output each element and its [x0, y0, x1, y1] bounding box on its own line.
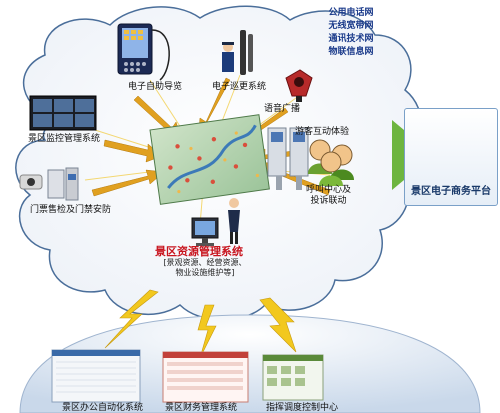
network-item: 无线宽带网 [328, 21, 374, 31]
network-list: 公用电话网 无线宽带网 通讯技术网 物联信息网 [316, 7, 386, 59]
bottom-bolts [104, 289, 297, 359]
office-screen [51, 349, 141, 403]
broadcast-speaker [285, 69, 313, 102]
scenic-map [149, 114, 270, 205]
bolt-right [259, 297, 297, 353]
finance-screen [162, 351, 249, 403]
self-guide-label: 电子自助导览 [128, 82, 183, 92]
callcenter-label: 呼叫中心及 投诉联动 [306, 185, 352, 206]
broadcast-label: 语音广播 [264, 104, 301, 114]
network-item: 通讯技术网 [328, 34, 374, 44]
ticketing-devices [19, 167, 79, 201]
bottom-label-office: 景区办公自动化系统 [62, 403, 144, 413]
patrol-device [222, 30, 253, 75]
platform-title: 景区电子商务平台 [411, 186, 491, 197]
center-subtitle: [景观资源、经营资源、 物业设施维护等] [163, 258, 247, 277]
bolt-mid [197, 304, 217, 359]
ecommerce-platform: 景区电子商务平台 [404, 108, 498, 206]
network-item: 物联信息网 [328, 47, 374, 57]
central-workstation [191, 198, 240, 246]
bottom-label-command: 指挥调度控制中心 [266, 403, 339, 413]
platform-arrow [392, 120, 404, 190]
bottom-screens [51, 349, 324, 403]
bolt-left [104, 289, 159, 349]
monitoring-wall [29, 95, 97, 131]
center-title: 景区资源管理系统 [155, 245, 243, 258]
interactive-kiosks [267, 127, 309, 190]
call-center-people [308, 139, 354, 186]
patrol-label: 电子巡更系统 [212, 82, 267, 92]
bottom-label-finance: 景区财务管理系统 [165, 403, 238, 413]
ticketing-label: 门票售检及门禁安防 [30, 205, 112, 215]
self-guide-device [117, 23, 170, 81]
command-screen [262, 354, 324, 401]
network-item: 公用电话网 [328, 8, 374, 18]
interactive-label: 游客互动体验 [295, 127, 350, 137]
monitoring-label: 景区监控管理系统 [28, 134, 101, 144]
